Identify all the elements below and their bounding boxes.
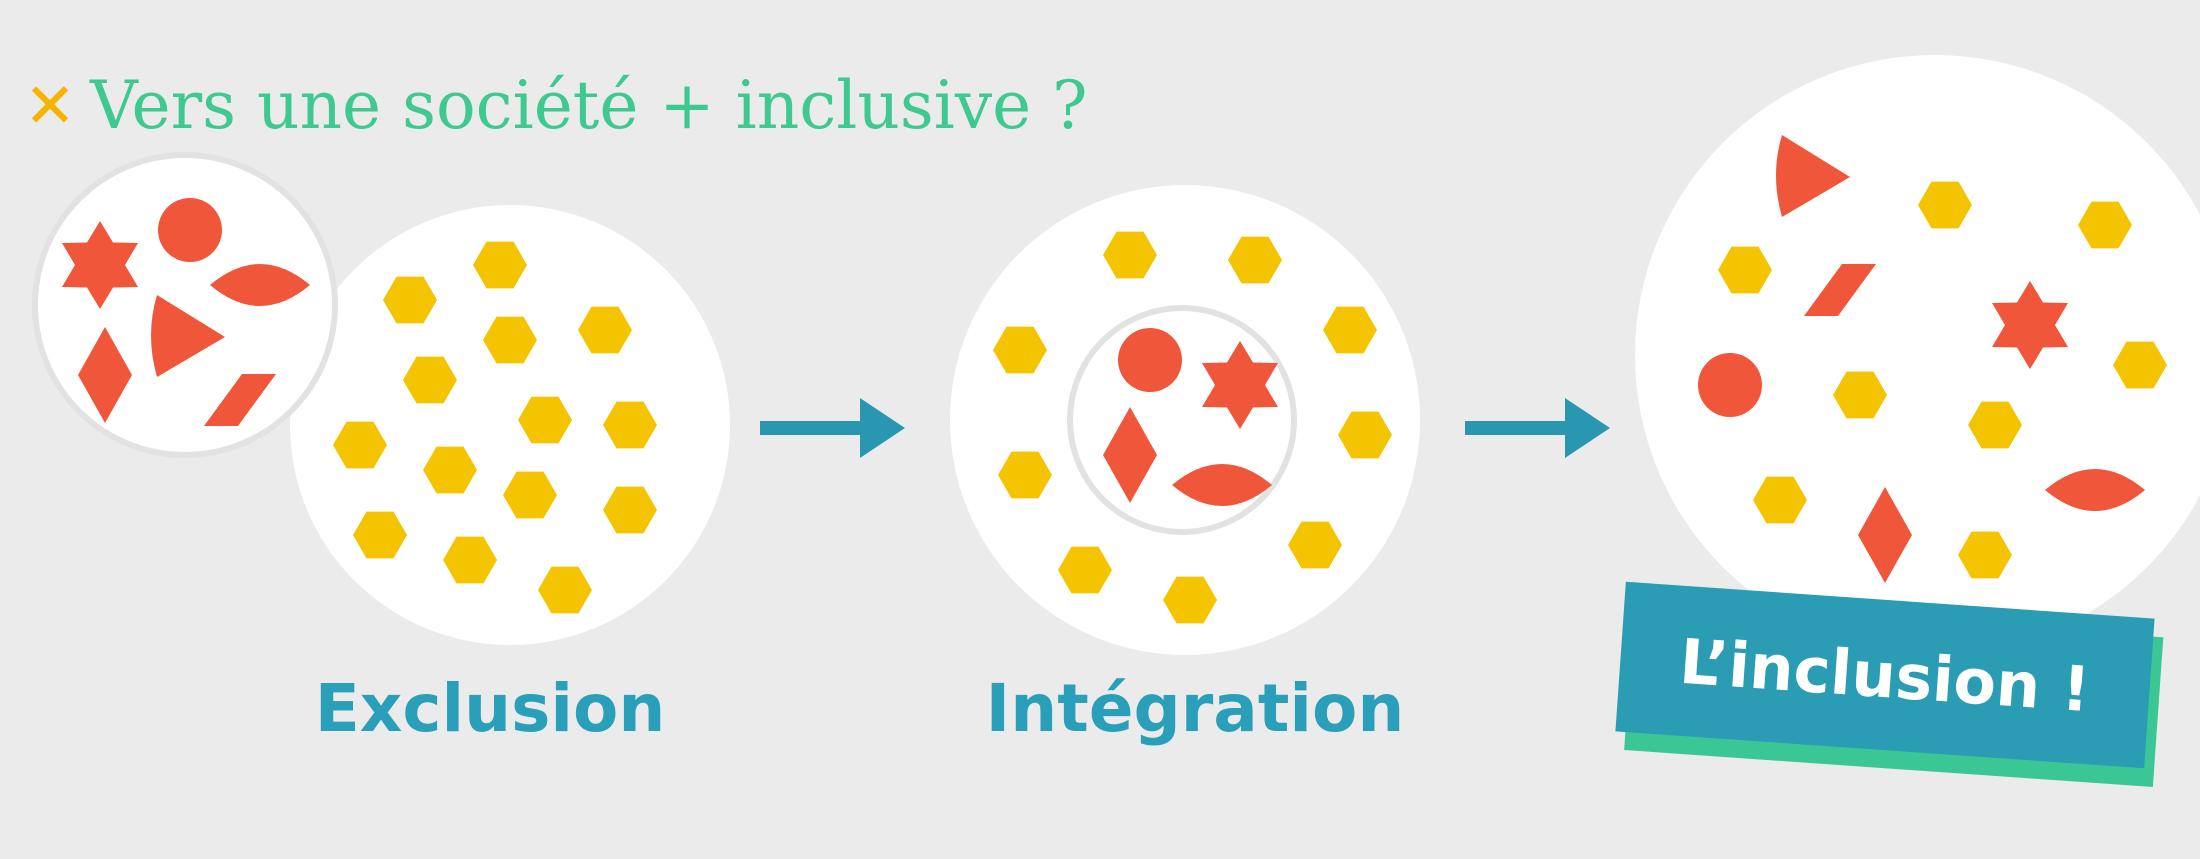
exclusion-minority-circle xyxy=(32,152,338,458)
cross-icon: ✕ xyxy=(24,68,76,142)
exclusion-majority-circle xyxy=(290,205,730,645)
stage-label-integration: Intégration xyxy=(985,670,1405,747)
integration-circle xyxy=(950,185,1420,655)
arrow-right-icon xyxy=(1465,398,1610,458)
title-text: Vers une société + inclusive ? xyxy=(89,66,1088,144)
stage-label-exclusion: Exclusion xyxy=(314,670,666,747)
page-title: ✕ Vers une société + inclusive ? xyxy=(24,60,1088,150)
inclusion-circle xyxy=(1635,55,2200,655)
arrow-right-icon xyxy=(760,398,905,458)
